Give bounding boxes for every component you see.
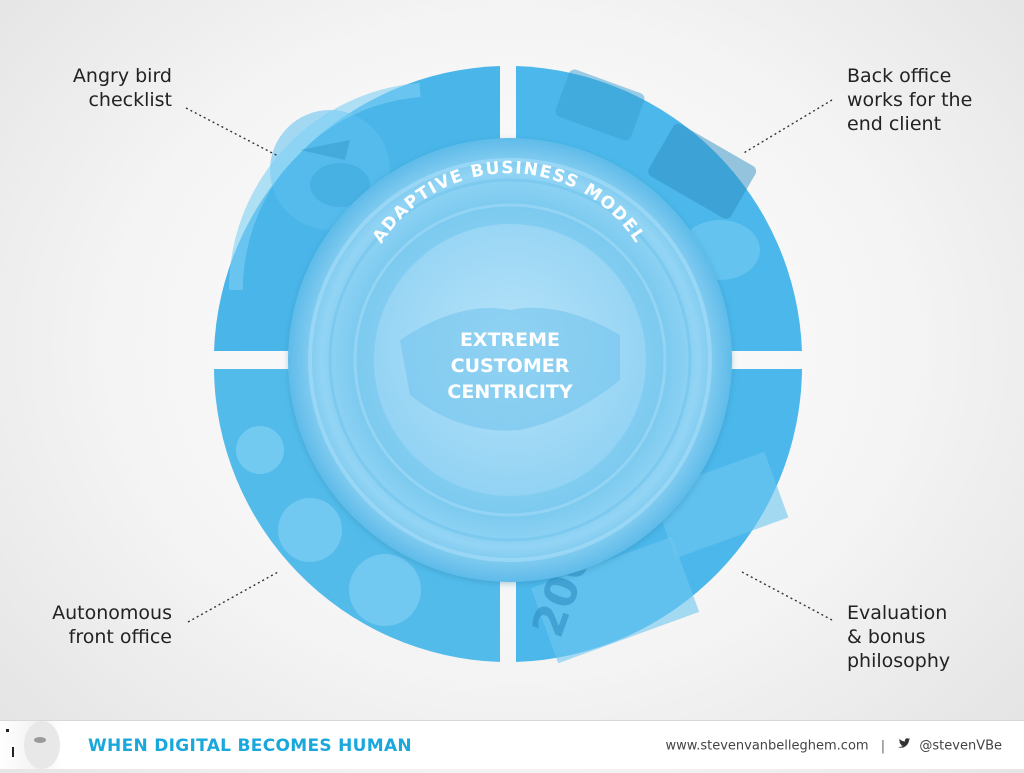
- website-link[interactable]: www.stevenvanbelleghem.com: [665, 738, 869, 754]
- center-title-line-1: EXTREME: [460, 329, 560, 351]
- footer-contact: www.stevenvanbelleghem.com | @stevenVBe: [666, 738, 1002, 754]
- handshake-icon: [400, 307, 620, 431]
- label-top-left: Angry bird checklist: [72, 65, 172, 111]
- twitter-handle-link[interactable]: @stevenVBe: [919, 738, 1002, 754]
- connector-bottom-right: [741, 571, 833, 621]
- connector-bottom-left: [187, 571, 279, 623]
- footer-separator: |: [880, 738, 886, 754]
- connector-top-left: [185, 107, 279, 157]
- twitter-bird-icon: [897, 738, 911, 754]
- footer-bar: WHEN DIGITAL BECOMES HUMAN www.stevenvan…: [0, 720, 1024, 769]
- label-bottom-left: Autonomous front office: [52, 602, 172, 648]
- footer-title: WHEN DIGITAL BECOMES HUMAN: [88, 736, 412, 756]
- label-top-right: Back office works for the end client: [847, 65, 973, 135]
- label-bottom-right: Evaluation & bonus philosophy: [847, 602, 951, 672]
- circle-diagram: 200 ADAPTIVE BUSINESS MODEL EXTREME CUST…: [185, 66, 833, 664]
- face-logo: [0, 721, 62, 769]
- connector-top-right: [741, 99, 833, 155]
- center-title-line-3: CENTRICITY: [447, 381, 572, 403]
- center-title-line-2: CUSTOMER: [451, 355, 570, 377]
